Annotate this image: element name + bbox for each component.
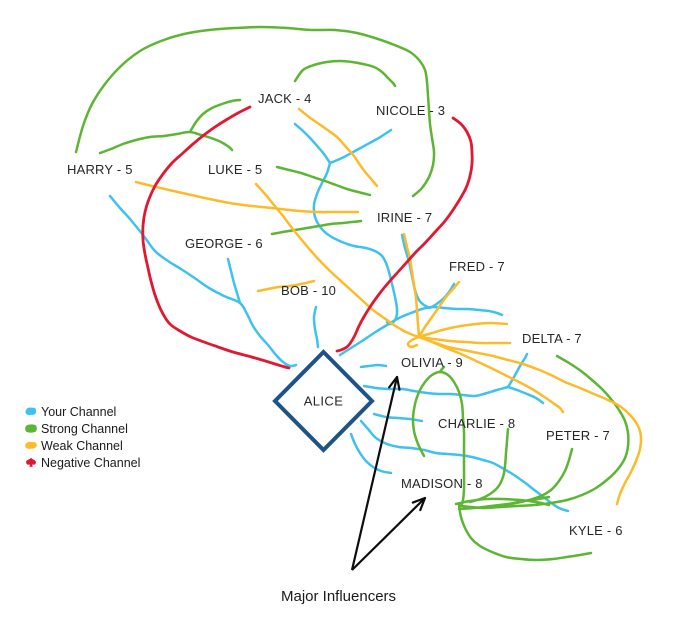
strong-channel-stroke: [460, 354, 630, 510]
strong-channel-stroke: [457, 495, 551, 511]
your-channel-stroke: [338, 305, 504, 357]
node-label-jack: JACK - 4: [258, 91, 312, 106]
weak-channel-stroke: [417, 280, 461, 339]
legend-label-strong: Strong Channel: [41, 422, 128, 436]
strong-channel-stroke: [457, 503, 593, 562]
weak-channel-stroke: [417, 335, 565, 414]
strong-channel-stroke: [74, 25, 436, 198]
node-label-harry: HARRY - 5: [67, 162, 133, 177]
strong-channel-stroke: [98, 130, 234, 155]
your-channel-stroke: [328, 128, 393, 165]
weak-channel-stroke: [256, 279, 316, 293]
yellow-scribble-icon: [25, 441, 37, 449]
your-channel-stroke: [226, 257, 242, 305]
node-label-olivia: OLIVIA - 9: [401, 355, 463, 370]
legend-item-negative: Negative Channel: [26, 456, 140, 470]
weak-channel-stroke: [254, 182, 421, 339]
node-label-fred: FRED - 7: [449, 259, 505, 274]
legend-item-your: Your Channel: [25, 405, 116, 419]
legend-label-your: Your Channel: [41, 405, 116, 419]
arrowhead-barb: [395, 375, 401, 391]
legend-label-weak: Weak Channel: [41, 439, 123, 453]
center-node-label: ALICE: [304, 394, 344, 409]
red-scribble-icon: [26, 457, 36, 467]
negative-channel-stroke: [141, 105, 291, 370]
strong-channel-stroke: [293, 59, 397, 88]
your-channel-stroke: [312, 305, 320, 349]
influencer-arrow: [351, 497, 426, 571]
node-label-george: GEORGE - 6: [185, 236, 263, 251]
diamond-shape: [272, 349, 375, 453]
strong-channel-stroke: [188, 98, 242, 134]
weak-channel-stroke: [297, 107, 379, 188]
strong-channel-stroke: [411, 370, 466, 508]
your-channel-stroke: [359, 419, 570, 513]
node-label-nicole: NICOLE - 3: [376, 103, 445, 118]
center-node: ALICE: [272, 349, 375, 453]
legend-item-weak: Weak Channel: [25, 439, 123, 453]
arrowhead-barb: [419, 496, 427, 512]
your-channel-stroke: [362, 384, 510, 398]
node-label-delta: DELTA - 7: [522, 331, 582, 346]
node-label-madison: MADISON - 8: [401, 476, 483, 491]
blue-scribble-icon: [25, 407, 37, 415]
arrowhead-barb: [388, 375, 399, 389]
your-channel-stroke: [359, 363, 388, 369]
legend-label-negative: Negative Channel: [41, 456, 140, 470]
influencer-arrow: [350, 376, 399, 571]
strong-channel-stroke: [438, 365, 446, 374]
your-channel-stroke: [312, 161, 399, 326]
node-label-charlie: CHARLIE - 8: [438, 416, 515, 431]
your-channel-stroke: [293, 122, 332, 165]
node-labels-layer: JACK - 4 NICOLE - 3 HARRY - 5 LUKE - 5 IRINE…: [67, 91, 623, 538]
strong-channel-stroke: [454, 497, 551, 507]
node-label-peter: PETER - 7: [546, 428, 610, 443]
your-channel-stroke: [506, 352, 529, 389]
negative-channel-stroke: [335, 116, 474, 353]
weak-channel-stroke: [417, 335, 512, 345]
arrowhead-barb: [411, 496, 427, 504]
strong-channel-stroke: [270, 219, 363, 236]
strong-channel-stroke: [275, 165, 372, 197]
weak-channel-stroke: [134, 180, 360, 214]
node-label-bob: BOB - 10: [281, 283, 336, 298]
weak-channel-stroke: [417, 335, 643, 506]
weak-channel-stroke: [402, 232, 421, 339]
strong-channel-stroke: [468, 427, 510, 504]
node-label-irine: IRINE - 7: [377, 210, 432, 225]
legend-item-strong: Strong Channel: [25, 422, 128, 436]
weak-channel-stroke: [406, 335, 421, 349]
your-channel-stroke: [349, 432, 393, 475]
weak-channel-stroke: [417, 321, 509, 339]
node-label-kyle: KYLE - 6: [569, 523, 623, 538]
channel-strokes-layer: [74, 25, 643, 562]
node-label-luke: LUKE - 5: [208, 162, 262, 177]
influencer-arrows-layer: [350, 375, 427, 571]
green-scribble-icon: [25, 424, 37, 433]
annotation-label: Major Influencers: [281, 588, 396, 605]
your-channel-stroke: [506, 385, 545, 405]
